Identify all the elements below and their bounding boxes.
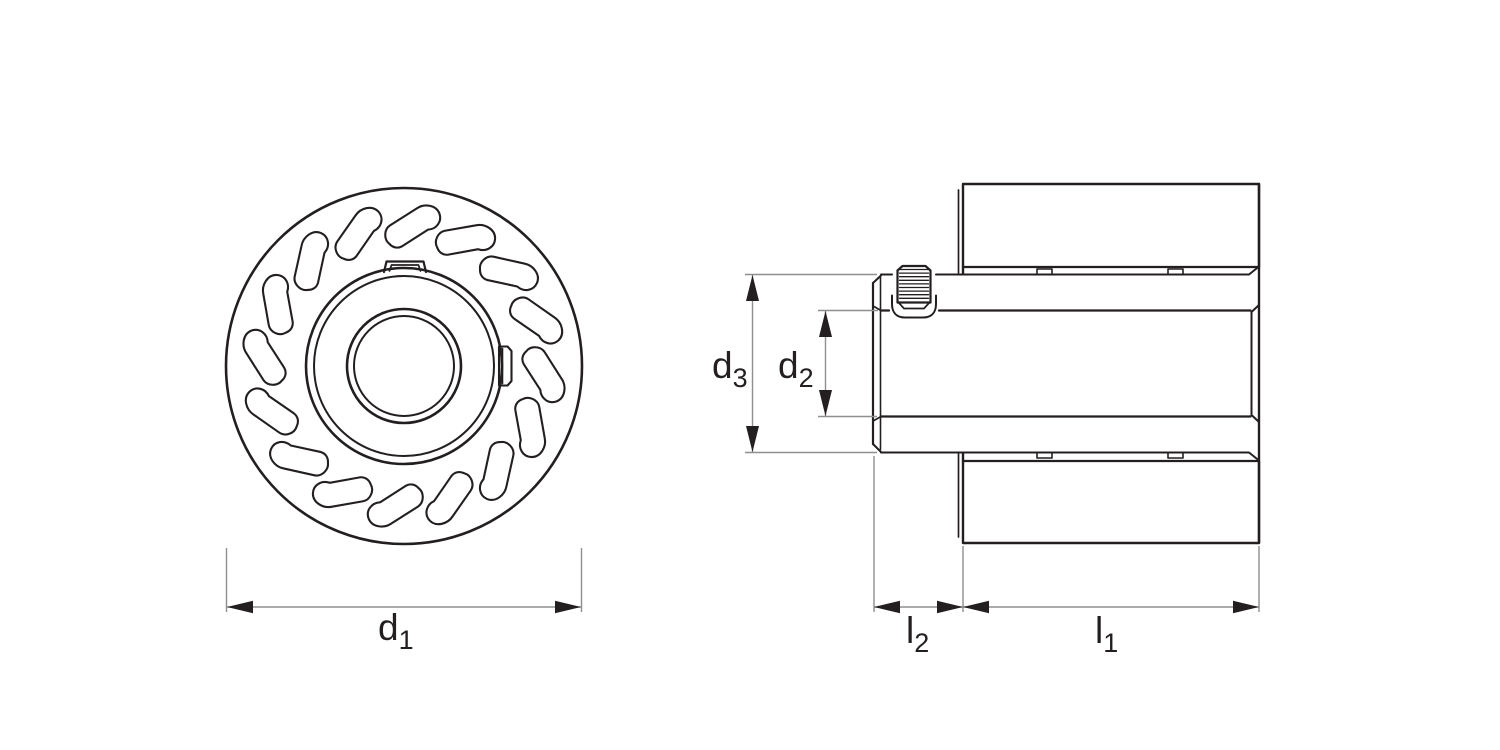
cutout — [366, 483, 424, 528]
arrow-right-icon — [937, 600, 963, 614]
arrow-left-icon — [963, 600, 989, 614]
hub-inner-circle — [313, 275, 495, 457]
cutout — [244, 387, 299, 436]
hub-outer-circle — [304, 266, 504, 466]
dimension-d3-lines — [745, 273, 877, 454]
grease-nipple-knurling — [898, 268, 930, 299]
cutout — [334, 206, 383, 261]
dimension-l1-label: l1 — [1095, 610, 1118, 658]
bore-left-chamfers — [873, 305, 882, 422]
cutout — [261, 273, 294, 336]
dimension-d1-label: d1 — [378, 607, 414, 655]
cutout — [311, 476, 374, 509]
tyre-top-outline — [961, 182, 1261, 276]
grease-nipple — [891, 264, 937, 319]
cutout — [434, 223, 497, 256]
dimension-l2-lines — [873, 456, 963, 612]
arrow-up-icon — [819, 311, 832, 337]
cutout — [521, 346, 566, 404]
outer-diameter-circle — [224, 186, 584, 546]
cutout — [293, 231, 330, 292]
side-view — [871, 182, 1261, 545]
hub-section — [871, 182, 1261, 545]
cutout — [269, 440, 330, 477]
arrow-left-icon — [874, 600, 900, 614]
dimension-l1-lines — [962, 546, 1260, 612]
hub-top-surface — [880, 265, 1260, 276]
bore-outer-circle — [345, 307, 463, 425]
cutout — [509, 296, 564, 345]
dimension-d1-lines — [225, 548, 583, 612]
bore-inner-circle — [353, 315, 455, 417]
keyway-tab-outline — [497, 345, 513, 387]
cutout — [478, 440, 515, 501]
front-view — [224, 186, 584, 546]
cutout — [425, 471, 474, 526]
grease-fitting-front-outline — [382, 260, 428, 274]
seal-notch-top-left — [1036, 268, 1053, 276]
arrow-right-icon — [555, 600, 581, 614]
tyre-top-section — [957, 182, 1261, 276]
arrow-down-icon — [819, 390, 832, 416]
dimension-d3-label: d3 — [712, 345, 748, 393]
dimension-d1: d1 — [225, 548, 583, 655]
hub-bottom-surface — [880, 451, 1260, 462]
cutout-ring — [242, 204, 566, 528]
dimension-l1: l1 — [962, 546, 1260, 658]
arrow-up-icon — [746, 275, 759, 301]
dimensions: d1 d3 d2 l2 l1 — [225, 273, 1260, 658]
dimension-l2-label: l2 — [906, 610, 929, 658]
seal-notch-bottom-left — [1036, 451, 1053, 459]
seal-notch-bottom-right — [1167, 451, 1184, 459]
cutout — [242, 328, 287, 386]
dimension-d3: d3 — [712, 273, 877, 454]
tyre-bottom-outline — [961, 451, 1261, 545]
cutout — [478, 255, 539, 292]
arrow-right-icon — [1233, 600, 1259, 614]
tyre-bottom-section — [957, 451, 1261, 545]
cutout — [514, 396, 547, 459]
seal-notch-top-right — [1167, 268, 1184, 276]
arrow-down-icon — [746, 426, 759, 452]
grease-fitting-front — [382, 260, 428, 274]
dimension-l2: l2 — [873, 456, 963, 658]
keyway-tab-front — [497, 345, 513, 387]
grease-fitting-front-inner-line — [388, 264, 422, 272]
cutout — [384, 204, 442, 249]
hub-left-chamfers — [872, 274, 882, 453]
right-bore-edge-and-chamfers — [1250, 304, 1260, 423]
arrow-left-icon — [227, 600, 253, 614]
dimension-d2-label: d2 — [778, 345, 814, 393]
dimension-d2: d2 — [778, 309, 878, 418]
